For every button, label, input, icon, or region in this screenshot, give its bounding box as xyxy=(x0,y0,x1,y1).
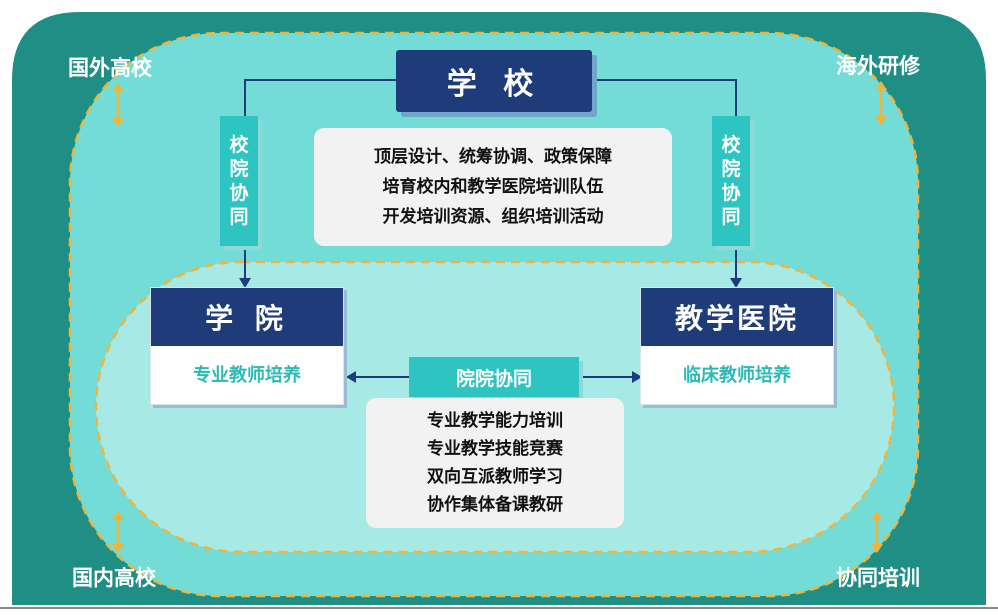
school-duties-box: 顶层设计、统筹协调、政策保障 培育校内和教学医院培训队伍 开发培训资源、组织培训… xyxy=(314,128,672,246)
hospital-title: 教学医院 xyxy=(641,288,833,346)
college-box: 学 院 专业教师培养 xyxy=(150,287,344,405)
h-arrow-left-head xyxy=(346,371,356,383)
collab-item: 专业教学能力培训 xyxy=(427,411,563,431)
link-char: 院 xyxy=(229,158,249,180)
link-char: 校 xyxy=(229,134,249,156)
h-arrow-right-head xyxy=(632,371,642,383)
corner-label-top-left: 国外高校 xyxy=(68,56,152,80)
link-char: 院 xyxy=(721,158,741,180)
collab-item: 协作集体备课教研 xyxy=(427,495,563,515)
school-college-link-label-right: 校 院 协 同 xyxy=(712,116,750,246)
collab-item: 双向互派教师学习 xyxy=(427,467,563,487)
link-char: 协 xyxy=(721,182,741,204)
gold-arrow-bottom-left xyxy=(112,511,124,553)
collab-item: 专业教学技能竞赛 xyxy=(427,439,563,459)
college-hospital-link-label: 院院协同 xyxy=(409,357,579,397)
gold-arrow-top-right xyxy=(875,81,887,125)
college-title: 学 院 xyxy=(151,288,343,346)
gold-arrow-top-left xyxy=(112,83,124,127)
school-duty: 培育校内和教学医院培训队伍 xyxy=(382,177,604,197)
connector-right-arrowhead xyxy=(730,278,742,288)
link-char: 校 xyxy=(721,134,741,156)
school-duty: 开发培训资源、组织培训活动 xyxy=(382,207,604,227)
corner-label-bottom-left: 国内高校 xyxy=(72,566,156,590)
collab-items-box: 专业教学能力培训 专业教学技能竞赛 双向互派教师学习 协作集体备课教研 xyxy=(366,398,624,528)
connector-left-arrowhead xyxy=(239,278,251,288)
college-role: 专业教师培养 xyxy=(193,365,301,386)
school-box: 学 校 xyxy=(396,50,592,112)
link-char: 同 xyxy=(721,206,741,228)
school-college-link-label-left: 校 院 协 同 xyxy=(220,116,258,246)
corner-label-top-right: 海外研修 xyxy=(836,54,920,78)
school-duty: 顶层设计、统筹协调、政策保障 xyxy=(374,147,612,167)
hospital-role: 临床教师培养 xyxy=(683,365,791,386)
corner-label-bottom-right: 协同培训 xyxy=(836,566,920,590)
hospital-box: 教学医院 临床教师培养 xyxy=(640,287,834,405)
link-char: 协 xyxy=(229,182,249,204)
gold-arrow-bottom-right xyxy=(871,511,883,553)
link-char: 同 xyxy=(229,206,249,228)
